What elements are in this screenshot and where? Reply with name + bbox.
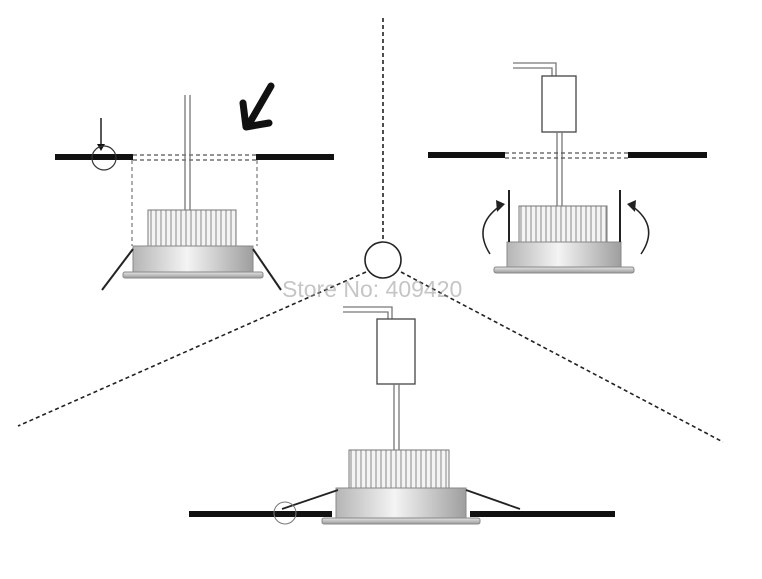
driver-input-wire (343, 306, 393, 319)
fixture-body (335, 487, 467, 519)
clip-contact-highlight (273, 501, 297, 525)
ceiling-panel-left (428, 152, 505, 158)
fold-clip-arrow-right-icon (627, 200, 650, 255)
ceiling-panel-left (189, 511, 332, 517)
step-3-panel (189, 306, 615, 525)
fixture-trim (122, 271, 264, 279)
spring-clip-left (281, 489, 339, 510)
fixture-trim (321, 517, 481, 525)
fixture-body (132, 245, 254, 273)
divider-center-circle (364, 241, 402, 279)
fixture-body (506, 241, 622, 268)
step-2-panel (428, 62, 707, 274)
spring-clip-left (101, 248, 134, 291)
spring-clip-right (252, 248, 282, 291)
spring-clip-right (465, 489, 521, 510)
ceiling-panel-right (628, 152, 707, 158)
led-driver-box (376, 318, 416, 385)
driver-input-wire-2 (513, 67, 553, 76)
driver-input-wire-2 (343, 311, 389, 319)
insert-arrow-icon (239, 82, 275, 131)
ceiling-panel-left (55, 154, 133, 160)
fold-clip-arrow-left-icon (482, 200, 505, 255)
driver-input-wire (513, 62, 557, 76)
led-driver-box (541, 75, 577, 133)
ceiling-panel-right (256, 154, 334, 160)
heatsink-fins (348, 449, 450, 489)
ceiling-edge-highlight (91, 145, 117, 171)
heatsink-fins (518, 205, 608, 243)
heatsink-fins (147, 209, 237, 248)
step-1-panel (55, 82, 334, 291)
fixture-trim (493, 266, 635, 274)
left-diagonal-divider (17, 271, 367, 427)
right-diagonal-divider (400, 271, 724, 443)
ceiling-panel-right (470, 511, 615, 517)
store-watermark: Store No: 409420 (282, 276, 463, 302)
